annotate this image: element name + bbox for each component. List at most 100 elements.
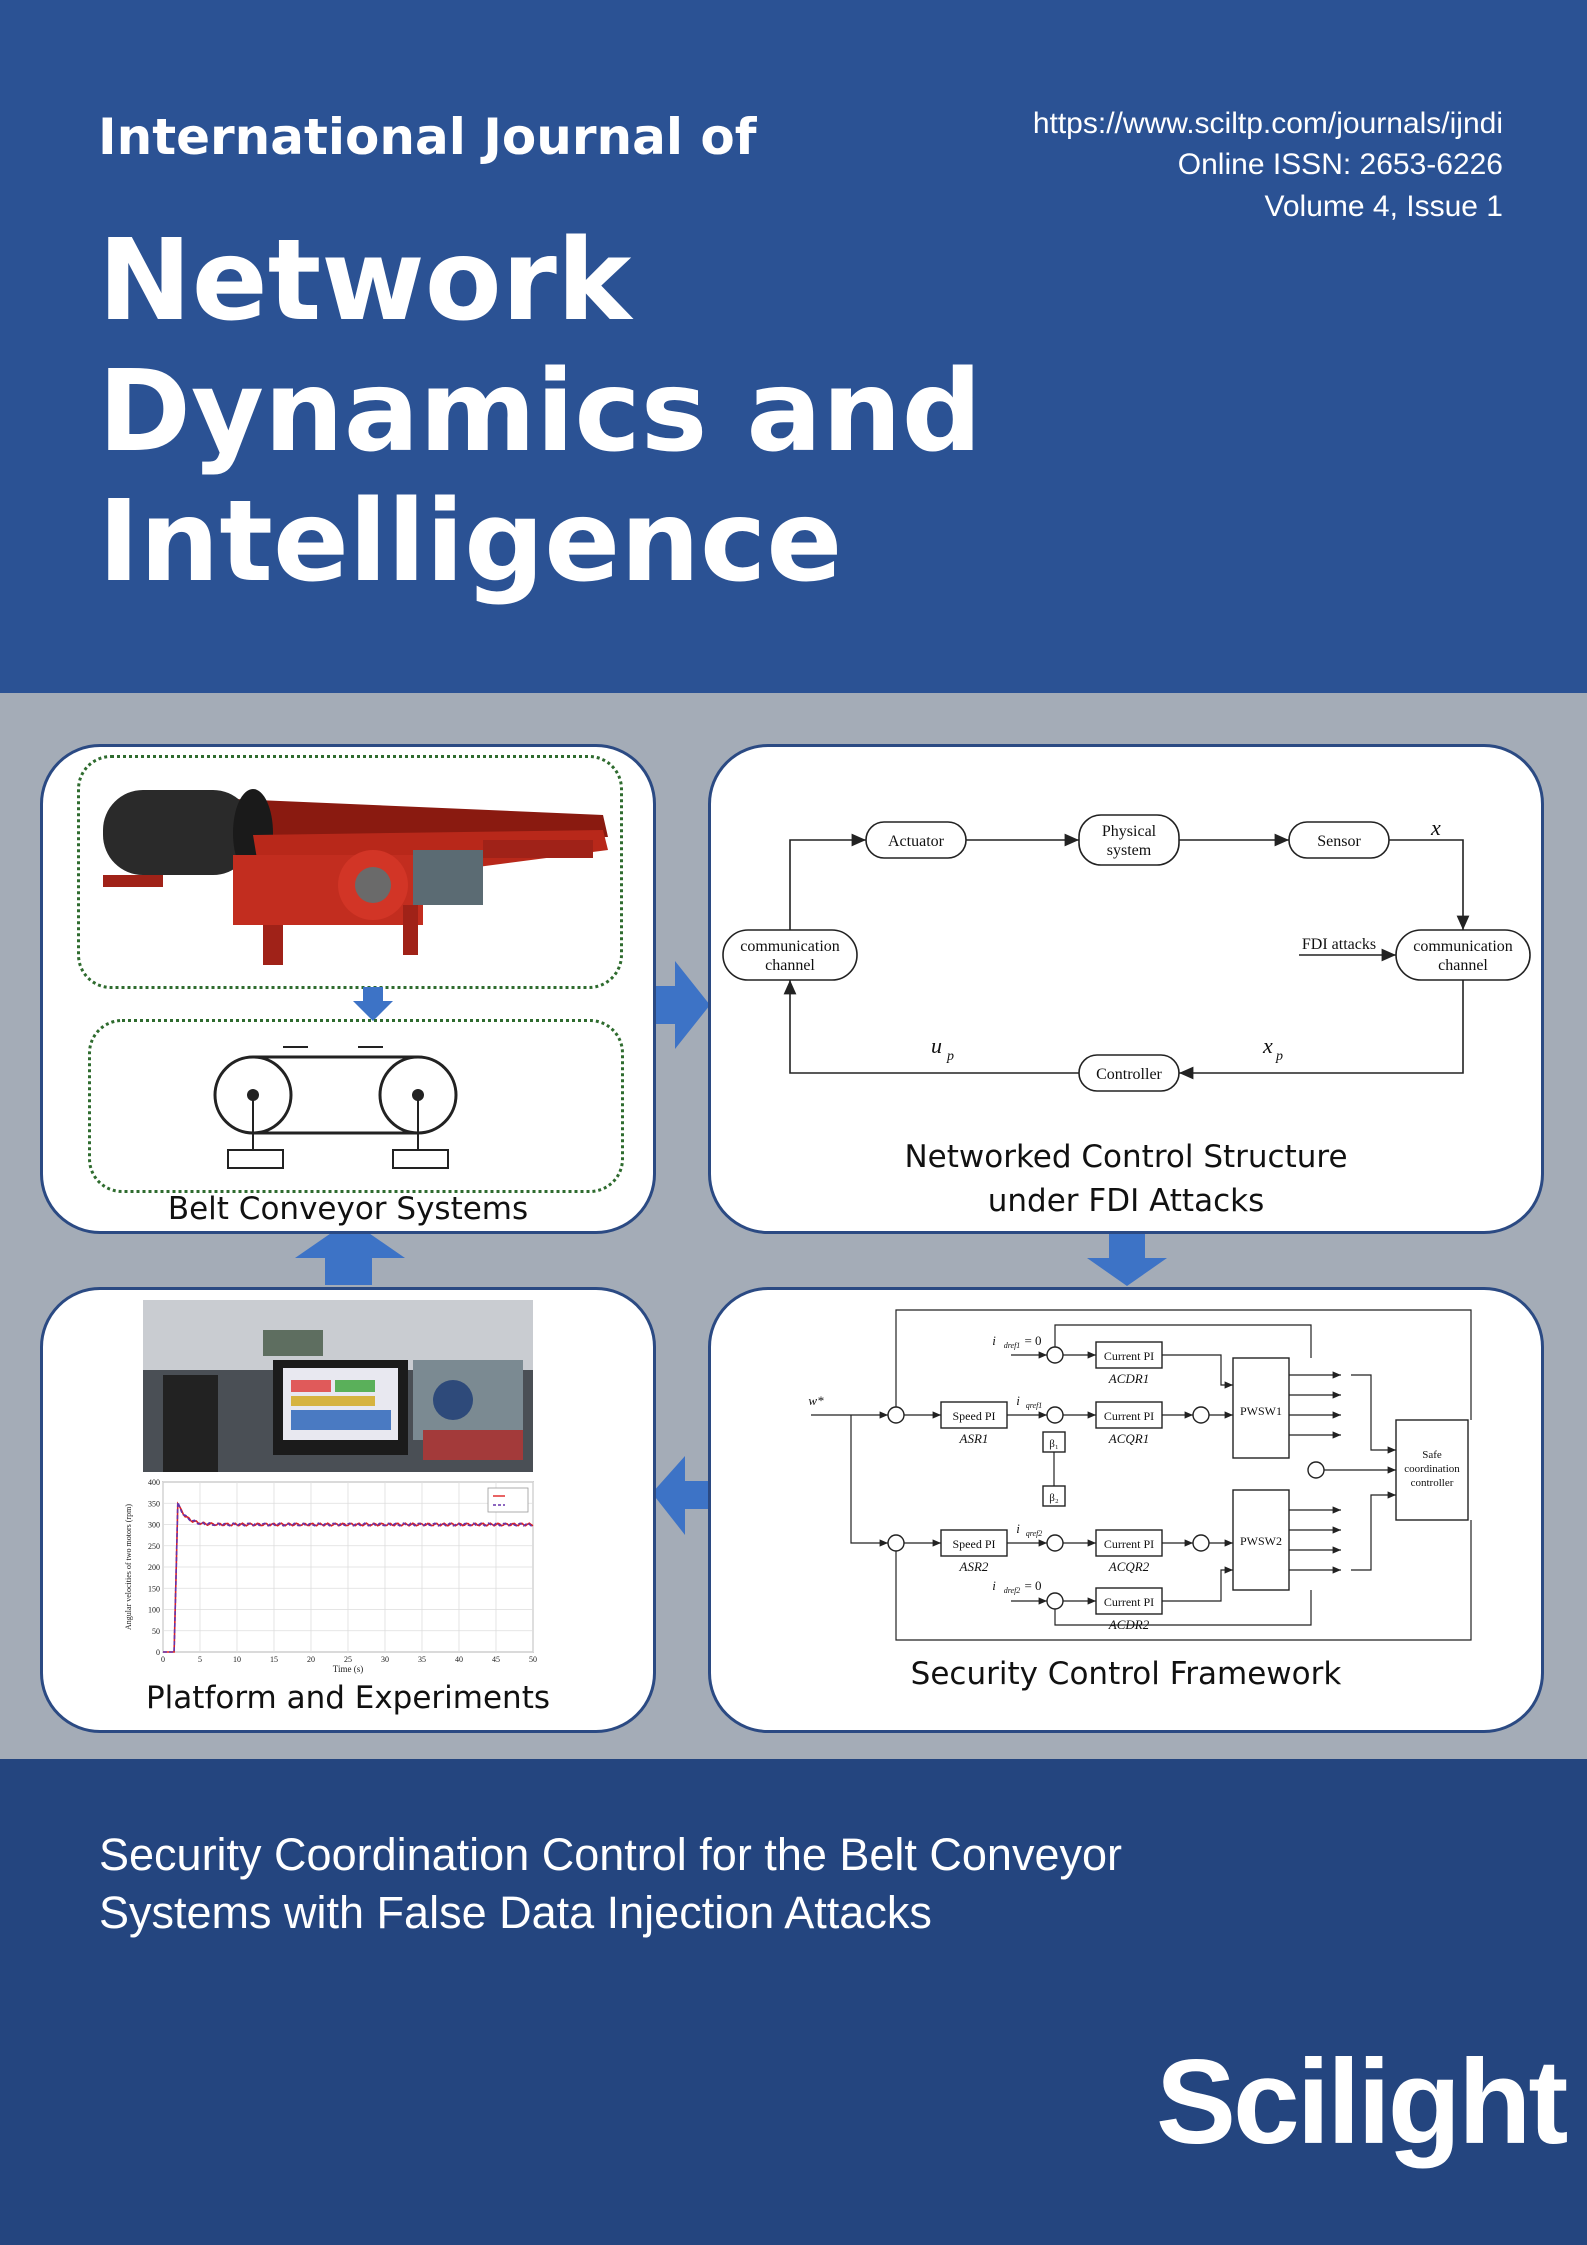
fdi-label: FDI attacks <box>1302 936 1376 953</box>
safe-label-3: controller <box>1411 1477 1454 1489</box>
cover-header <box>0 0 1587 693</box>
sensor-label: Sensor <box>1317 833 1361 850</box>
iqref1-sub: qref1 <box>1026 1401 1043 1410</box>
panel4-caption: Security Control Framework <box>910 1656 1342 1692</box>
plot-ytick-label: 200 <box>148 1563 160 1572</box>
arrow-up-icon <box>295 1220 405 1285</box>
plot-ytick-label: 400 <box>148 1478 160 1487</box>
plot-xtick-label: 45 <box>492 1655 500 1664</box>
speed-pi-2-label: Speed PI <box>953 1537 996 1551</box>
physical-label-2: system <box>1107 842 1152 859</box>
flow-arrows <box>295 961 1167 1535</box>
plot-xtick-label: 20 <box>307 1655 315 1664</box>
plot-xtick-label: 50 <box>529 1655 537 1664</box>
current-pi-acqr2 <box>1095 1529 1163 1557</box>
plot-ytick-label: 350 <box>148 1499 160 1508</box>
pwsw1-label: PWSW1 <box>1240 1404 1282 1418</box>
plot-ytick-label: 300 <box>148 1521 160 1530</box>
article-title: Security Coordination Control for the Be… <box>99 1826 1122 1942</box>
conveyor-photo-frame <box>77 755 623 989</box>
sum-node <box>1046 1534 1064 1552</box>
platform-photo <box>143 1300 533 1472</box>
journal-title-line3: Intelligence <box>98 477 843 607</box>
pwsw2-label: PWSW2 <box>1240 1534 1282 1548</box>
cover-footer <box>0 1759 1587 2245</box>
acdr2-label: ACDR2 <box>1108 1617 1150 1632</box>
sum-node <box>1046 1346 1064 1364</box>
plot-ytick-label: 50 <box>152 1627 160 1636</box>
asr2-label: ASR2 <box>959 1559 989 1574</box>
sum-node <box>1192 1406 1210 1424</box>
conveyor-photo <box>103 789 608 965</box>
arrow-right-icon <box>652 961 710 1049</box>
idref1-eq: = 0 <box>1024 1333 1041 1348</box>
panel1-caption: Belt Conveyor Systems <box>167 1191 529 1227</box>
comm-right-label-2: channel <box>1438 957 1488 974</box>
idref2-sub: dref2 <box>1004 1586 1021 1595</box>
idref1-sub: dref1 <box>1004 1341 1021 1350</box>
iqref2-label: i <box>1016 1521 1020 1536</box>
pwsw1-box <box>1232 1357 1290 1459</box>
arrow-left-icon <box>652 1456 708 1535</box>
security-framework-diagram: Speed PI Speed PI Current PI Current PI … <box>808 1309 1472 1641</box>
physical-label-1: Physical <box>1102 823 1157 840</box>
sum-node <box>887 1406 905 1424</box>
journal-url[interactable]: https://www.sciltp.com/journals/ijndi <box>1032 107 1503 140</box>
panel3-caption: Platform and Experiments <box>145 1680 551 1716</box>
plot-yaxis-label: Angular velocities of two motors (rpm) <box>124 1504 133 1630</box>
up-label: u <box>931 1033 942 1058</box>
plot-xtick-label: 0 <box>161 1655 165 1664</box>
panel-networked-control: Actuator Physical system Sensor communic… <box>708 744 1544 1234</box>
asr1-label: ASR1 <box>959 1431 989 1446</box>
current-pi-1-label: Current PI <box>1104 1349 1154 1363</box>
plot-ytick-label: 250 <box>148 1542 160 1551</box>
iqref2-sub: qref2 <box>1026 1529 1043 1538</box>
plot-ytick-label: 100 <box>148 1606 160 1615</box>
idref2-label: i <box>992 1578 996 1593</box>
panel-security-framework: Speed PI Speed PI Current PI Current PI … <box>708 1287 1544 1733</box>
plot-xtick-label: 35 <box>418 1655 426 1664</box>
xp-label: x <box>1262 1033 1273 1058</box>
plot-ytick-label: 150 <box>148 1584 160 1593</box>
current-pi-acdr1 <box>1095 1341 1163 1369</box>
conveyor-schematic <box>213 1046 458 1169</box>
article-title-line1: Security Coordination Control for the Be… <box>99 1829 1123 1880</box>
safe-label-1: Safe <box>1422 1449 1442 1461</box>
journal-volume: Volume 4, Issue 1 <box>1264 190 1503 223</box>
speed-pi-2 <box>940 1529 1008 1557</box>
plot-series-line <box>163 1502 534 1653</box>
current-pi-2-label: Current PI <box>1104 1409 1154 1423</box>
journal-title-line2: Dynamics and <box>98 347 982 477</box>
plot-xtick-label: 10 <box>233 1655 241 1664</box>
plot-xtick-label: 15 <box>270 1655 278 1664</box>
xp-sub: p <box>1275 1049 1283 1064</box>
sum-node <box>1046 1592 1064 1610</box>
plot-xtick-label: 40 <box>455 1655 463 1664</box>
journal-title-line1: Network <box>98 216 632 346</box>
comm-right-label-1: communication <box>1413 938 1513 955</box>
sum-node <box>887 1534 905 1552</box>
plot-xtick-label: 5 <box>198 1655 202 1664</box>
panel2-caption-line2: under FDI Attacks <box>987 1183 1265 1219</box>
arrow-down-icon <box>1087 1230 1167 1286</box>
actuator-label: Actuator <box>888 833 945 850</box>
idref1-label: i <box>992 1333 996 1348</box>
up-sub: p <box>946 1049 954 1064</box>
arrow-down-small-icon <box>353 987 393 1021</box>
plot-ytick-label: 0 <box>156 1648 160 1657</box>
pwsw2-box <box>1232 1489 1290 1591</box>
w-label: w* <box>808 1393 824 1408</box>
network-control-diagram: Actuator Physical system Sensor communic… <box>722 814 1531 1092</box>
journal-issn: Online ISSN: 2653-6226 <box>1177 148 1503 181</box>
plot-xaxis-label: Time (s) <box>333 1664 363 1674</box>
safe-label-2: coordination <box>1404 1463 1460 1475</box>
sum-node <box>1307 1461 1325 1479</box>
journal-prefix: International Journal of <box>98 108 757 166</box>
sum-node <box>1192 1534 1210 1552</box>
speed-pi-1-label: Speed PI <box>953 1409 996 1423</box>
current-pi-4-label: Current PI <box>1104 1595 1154 1609</box>
acdr1-label: ACDR1 <box>1108 1371 1149 1386</box>
plot-xtick-label: 25 <box>344 1655 352 1664</box>
